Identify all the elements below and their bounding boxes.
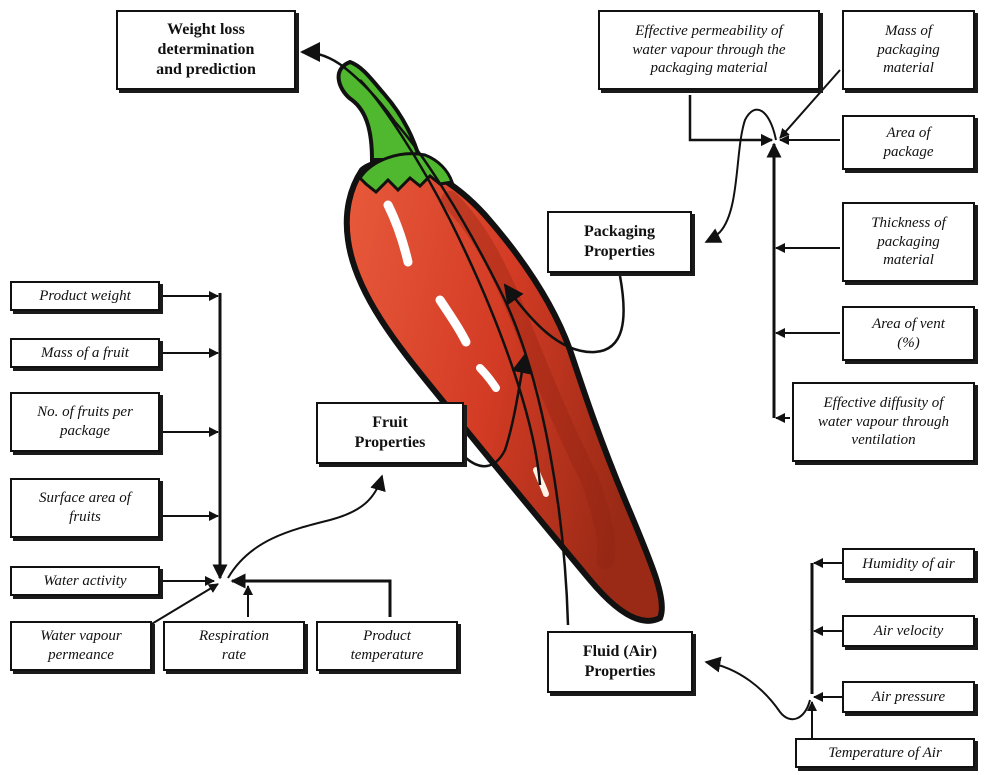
- category-flows: [300, 42, 625, 626]
- respiration-rate-label: Respiration rate: [199, 628, 269, 663]
- humidity-of-air-box: Humidity of air: [842, 548, 975, 580]
- air-pressure-label: Air pressure: [871, 688, 946, 705]
- packaging-properties-box: Packaging Properties: [547, 211, 692, 273]
- respiration-rate-box: Respiration rate: [163, 621, 305, 671]
- fruit-bus: [149, 291, 392, 626]
- effective-diffusity-label: Effective diffusity of water vapour thro…: [817, 394, 950, 449]
- mass-of-packaging-material-label: Mass of packaging material: [877, 22, 940, 77]
- air-velocity-box: Air velocity: [842, 615, 975, 647]
- fruit-properties-label: Fruit Properties: [354, 414, 426, 451]
- fruits-per-package-label: No. of fruits per package: [37, 404, 133, 439]
- water-vapour-permeance-box: Water vapour permeance: [10, 621, 152, 671]
- area-of-vent-box: Area of vent (%): [842, 306, 975, 361]
- thickness-of-packaging-material-label: Thickness of packaging material: [871, 214, 946, 269]
- area-of-vent-label: Area of vent (%): [872, 315, 945, 351]
- water-activity-box: Water activity: [10, 566, 160, 596]
- air-pressure-box: Air pressure: [842, 681, 975, 713]
- effective-permeability-label: Effective permeability of water vapour t…: [632, 22, 786, 77]
- surface-area-of-fruits-label: Surface area of fruits: [39, 490, 131, 525]
- packaging-properties-label: Packaging Properties: [583, 223, 656, 260]
- product-temperature-label: Product temperature: [350, 628, 424, 663]
- water-activity-label: Water activity: [43, 572, 127, 589]
- surface-area-of-fruits-box: Surface area of fruits: [10, 478, 160, 538]
- air-bus: [704, 558, 842, 738]
- fruits-per-package-box: No. of fruits per package: [10, 392, 160, 452]
- product-temperature-box: Product temperature: [316, 621, 458, 671]
- mass-of-a-fruit-box: Mass of a fruit: [10, 338, 160, 368]
- area-of-package-label: Area of package: [883, 124, 934, 160]
- fluid-air-properties-box: Fluid (Air) Properties: [547, 631, 693, 693]
- weight-loss-goal-label: Weight loss determination and prediction: [156, 21, 256, 78]
- effective-diffusity-box: Effective diffusity of water vapour thro…: [792, 382, 975, 462]
- fruit-properties-box: Fruit Properties: [316, 402, 464, 464]
- product-weight-label: Product weight: [39, 287, 131, 304]
- effective-permeability-box: Effective permeability of water vapour t…: [598, 10, 820, 90]
- thickness-of-packaging-material-box: Thickness of packaging material: [842, 202, 975, 282]
- air-velocity-label: Air velocity: [873, 622, 944, 639]
- packaging-bus: [688, 69, 841, 423]
- temperature-of-air-label: Temperature of Air: [828, 744, 942, 761]
- fluid-air-properties-label: Fluid (Air) Properties: [582, 643, 658, 680]
- weight-loss-goal-box: Weight loss determination and prediction: [116, 10, 296, 90]
- product-weight-box: Product weight: [10, 281, 160, 311]
- temperature-of-air-box: Temperature of Air: [795, 738, 975, 768]
- mass-of-packaging-material-box: Mass of packaging material: [842, 10, 975, 90]
- humidity-of-air-label: Humidity of air: [862, 555, 955, 572]
- mass-of-a-fruit-label: Mass of a fruit: [41, 344, 129, 361]
- water-vapour-permeance-label: Water vapour permeance: [40, 628, 122, 663]
- area-of-package-box: Area of package: [842, 115, 975, 170]
